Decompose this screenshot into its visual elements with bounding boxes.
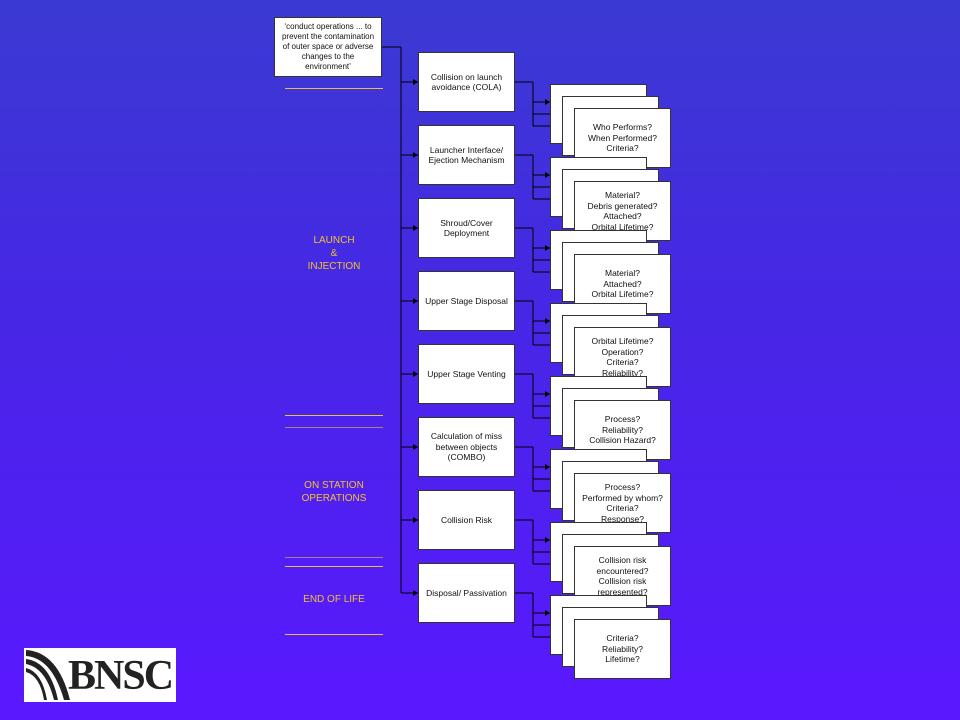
activity-box: Launcher Interface/ Ejection Mechanism <box>418 125 515 185</box>
phase-end-of-life: END OF LIFE <box>303 594 365 605</box>
phase-divider <box>285 88 383 89</box>
question-card: Who Performs? When Performed? Criteria? <box>574 108 671 168</box>
activity-box: Upper Stage Disposal <box>418 271 515 331</box>
activity-box: Upper Stage Venting <box>418 344 515 404</box>
logo-text: BNSC <box>68 653 174 699</box>
activity-box: Shroud/Cover Deployment <box>418 198 515 258</box>
phase-divider <box>285 415 383 416</box>
bnsc-swoosh-icon <box>26 650 70 700</box>
phase-divider <box>285 557 383 558</box>
activity-box: Disposal/ Passivation <box>418 563 515 623</box>
phase-divider <box>285 566 383 567</box>
activity-box: Collision on launch avoidance (COLA) <box>418 52 515 112</box>
bnsc-logo: BNSC <box>24 648 176 702</box>
activity-box: Collision Risk <box>418 490 515 550</box>
phase-divider <box>285 427 383 428</box>
scope-quote-box: ‘conduct operations ... to prevent the c… <box>274 17 382 77</box>
phase-launch-injection: LAUNCH & INJECTION <box>307 235 361 272</box>
phase-on-station-operations: ON STATION OPERATIONS <box>301 480 367 504</box>
phase-divider <box>285 634 383 635</box>
question-card: Criteria? Reliability? Lifetime? <box>574 619 671 679</box>
activity-box: Calculation of miss between objects (COM… <box>418 417 515 477</box>
